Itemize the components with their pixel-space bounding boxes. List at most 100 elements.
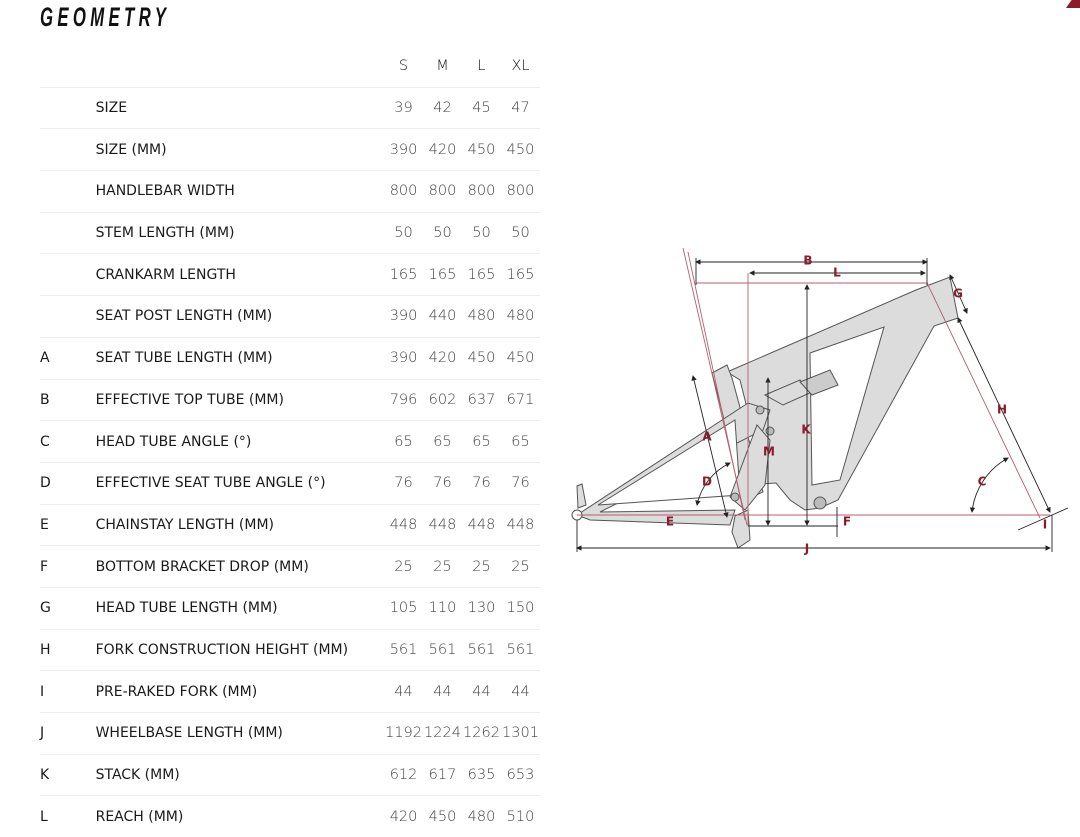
row-label: HEAD TUBE ANGLE (°)	[95, 420, 385, 463]
row-value: 50	[461, 211, 501, 254]
row-letter: E	[40, 503, 96, 546]
dimension-lines	[576, 258, 1069, 552]
row-value: 105	[384, 586, 424, 630]
label-l: L	[833, 266, 841, 280]
row-value: 420	[423, 336, 462, 379]
row-value: 42	[423, 86, 462, 129]
label-f: F	[843, 515, 851, 529]
label-b: B	[803, 254, 812, 268]
row-letter: A	[40, 336, 96, 379]
row-value: 480	[461, 295, 501, 338]
row-value: 44	[461, 670, 501, 713]
row-letter: H	[40, 628, 96, 671]
row-letter	[40, 295, 96, 338]
row-value: 800	[384, 170, 424, 213]
row-label: STACK (MM)	[95, 753, 385, 796]
row-label: FORK CONSTRUCTION HEIGHT (MM)	[95, 628, 385, 671]
row-value: 110	[423, 586, 462, 630]
row-label: SIZE (MM)	[95, 128, 385, 171]
row-letter	[40, 211, 96, 254]
row-value: 65	[500, 420, 540, 463]
row-value: 39	[384, 86, 424, 129]
row-letter: C	[40, 420, 96, 463]
row-value: 637	[461, 378, 501, 421]
row-label: SEAT TUBE LENGTH (MM)	[95, 336, 385, 379]
row-value: 800	[500, 170, 540, 213]
row-letter: I	[40, 670, 96, 713]
bike-frame	[571, 276, 959, 549]
row-value: 50	[500, 211, 540, 254]
row-value: 602	[423, 378, 462, 421]
row-value: 561	[384, 628, 424, 671]
row-value: 390	[384, 336, 424, 379]
row-label: CHAINSTAY LENGTH (MM)	[95, 503, 385, 546]
row-value: 50	[384, 211, 424, 254]
label-a: A	[702, 430, 712, 444]
row-value: 150	[500, 586, 540, 630]
row-value: 50	[423, 211, 462, 254]
row-value: 480	[500, 295, 540, 338]
row-value: 130	[461, 586, 501, 630]
row-value: 448	[384, 503, 424, 546]
row-label: SEAT POST LENGTH (MM)	[95, 295, 385, 338]
diagram-labels: A B C D E F G H I J K L M	[666, 254, 1047, 556]
row-value: 65	[423, 420, 462, 463]
size-header: M	[436, 58, 449, 75]
row-value: 561	[500, 628, 540, 671]
label-e: E	[666, 515, 674, 529]
row-value: 165	[461, 253, 501, 296]
row-label: EFFECTIVE TOP TUBE (MM)	[95, 378, 385, 421]
row-value: 800	[423, 170, 462, 213]
size-header: L	[477, 58, 486, 75]
row-value: 165	[423, 253, 462, 296]
row-value: 450	[500, 128, 540, 171]
row-value: 561	[461, 628, 501, 671]
row-value: 561	[423, 628, 462, 671]
row-letter: B	[40, 378, 96, 421]
row-label: PRE-RAKED FORK (MM)	[95, 670, 385, 713]
row-letter: D	[40, 461, 96, 505]
row-label: CRANKARM LENGTH	[95, 253, 385, 296]
row-value: 44	[384, 670, 424, 713]
row-value: 617	[423, 753, 462, 796]
row-value: 44	[500, 670, 540, 713]
row-letter: K	[40, 753, 96, 796]
row-value: 450	[500, 336, 540, 379]
row-value: 65	[461, 420, 501, 463]
row-letter: F	[40, 545, 96, 588]
row-value: 25	[500, 545, 540, 588]
row-letter	[40, 253, 96, 296]
row-letter: J	[40, 712, 96, 755]
row-letter	[40, 128, 96, 171]
row-value: 440	[423, 295, 462, 338]
row-value: 65	[384, 420, 424, 463]
label-i: I	[1043, 518, 1047, 532]
row-value: 25	[423, 545, 462, 588]
row-letter	[40, 86, 96, 129]
label-h: H	[997, 403, 1007, 417]
row-label: HANDLEBAR WIDTH	[95, 170, 385, 213]
page-title: GEOMETRY	[40, 2, 171, 32]
row-value: 612	[384, 753, 424, 796]
label-m: M	[763, 445, 775, 459]
row-value: 76	[384, 461, 424, 505]
row-value: 47	[500, 86, 540, 129]
corner-accent	[1066, 0, 1080, 8]
row-value: 653	[500, 753, 540, 796]
row-value: 450	[461, 128, 501, 171]
